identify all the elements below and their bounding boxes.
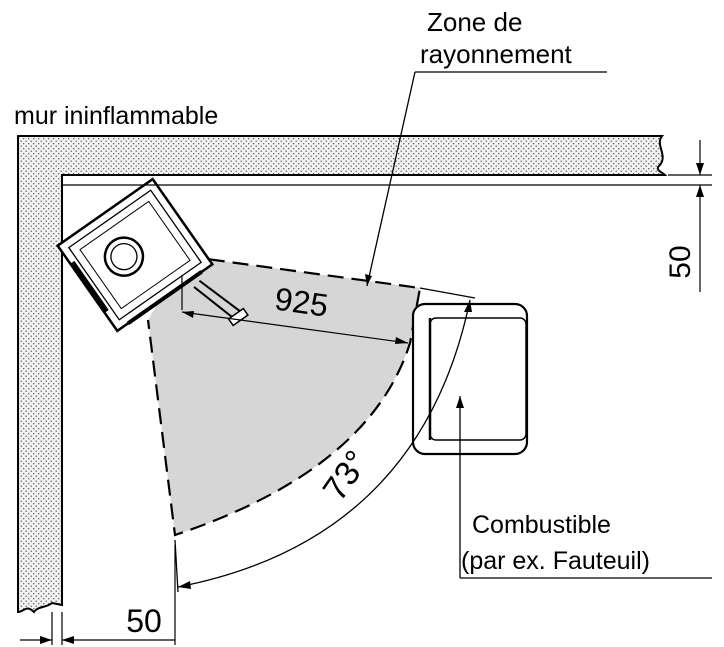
radiation-distance-value: 925	[273, 281, 331, 324]
radiation-distance-dimension	[181, 275, 409, 344]
top-clearance-dimension	[62, 140, 712, 292]
radiation-zone-label-2: rayonnement	[420, 39, 573, 69]
non-flammable-wall	[17, 135, 668, 614]
left-clearance-dimension	[20, 545, 176, 645]
radiation-zone-label-1: Zone de	[427, 7, 522, 37]
top-clearance-value: 50	[664, 245, 697, 278]
combustible-label-1: Combustible	[472, 511, 611, 539]
combustible-label-2: (par ex. Fauteuil)	[461, 547, 650, 575]
radiation-zone-leader	[365, 71, 607, 287]
armchair	[411, 302, 529, 456]
left-clearance-value: 50	[126, 603, 162, 639]
radiation-zone-border	[146, 254, 422, 537]
radiation-zone	[148, 256, 420, 535]
combustible-leader	[456, 396, 712, 579]
stove	[55, 177, 249, 333]
wall-label: mur ininflammable	[14, 102, 218, 130]
angle-dimension	[174, 287, 476, 593]
